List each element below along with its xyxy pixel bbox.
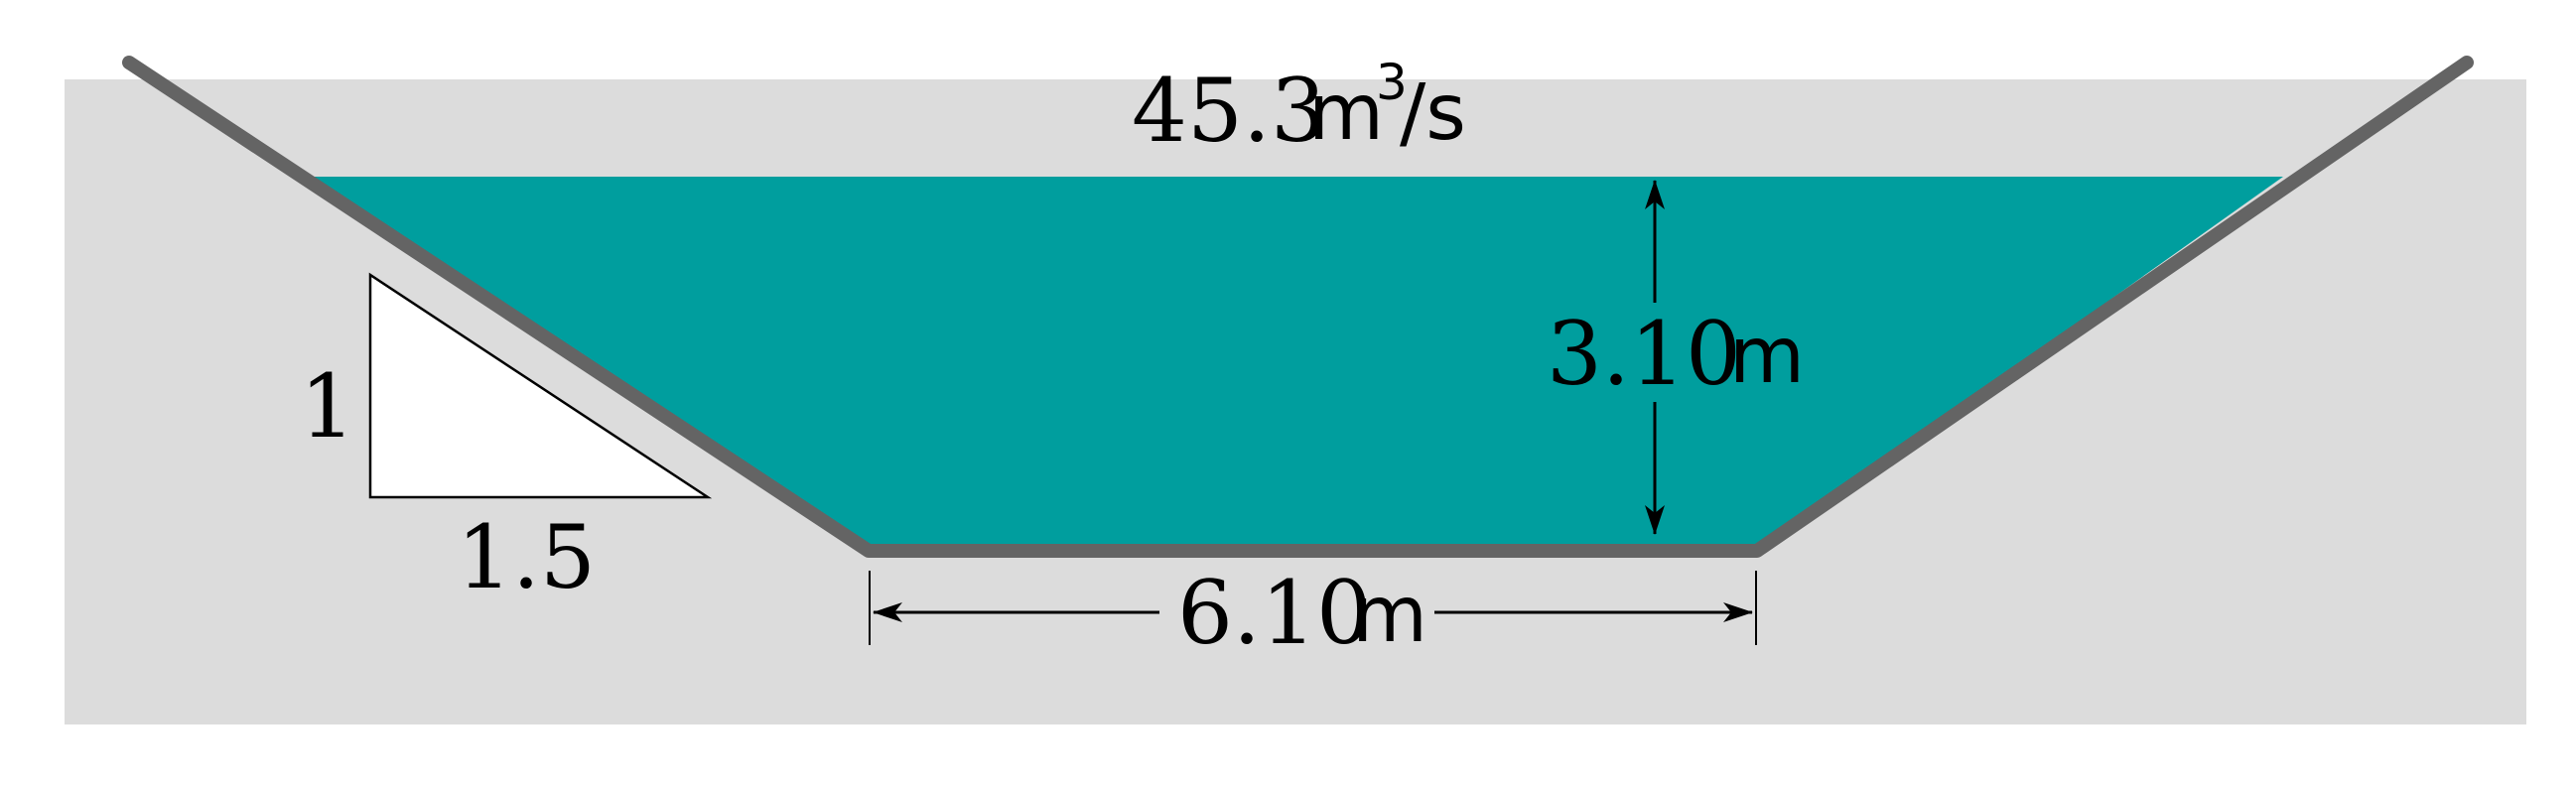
slope-triangle — [368, 272, 713, 499]
flow-rate-exponent: 3 — [1376, 54, 1408, 111]
water — [313, 177, 2283, 551]
flow-rate-unit: m — [1308, 68, 1384, 158]
bottom-width-unit: m — [1352, 571, 1427, 660]
depth-value: 3.10 — [1547, 303, 1741, 405]
depth-label: 3.10 m — [1547, 303, 1805, 405]
flow-rate-label: 45.3 m 3 /s — [1132, 54, 1466, 162]
channel-wall — [122, 56, 2474, 558]
bottom-width-label: 6.10 m — [1177, 562, 1427, 664]
flow-rate-suffix: /s — [1400, 68, 1466, 158]
bottom-width-value: 6.10 — [1177, 562, 1372, 664]
depth-unit: m — [1729, 312, 1805, 401]
slope-rise-label: 1 — [300, 355, 355, 458]
flow-rate-value: 45.3 — [1132, 60, 1326, 162]
slope-run-label: 1.5 — [457, 506, 596, 608]
